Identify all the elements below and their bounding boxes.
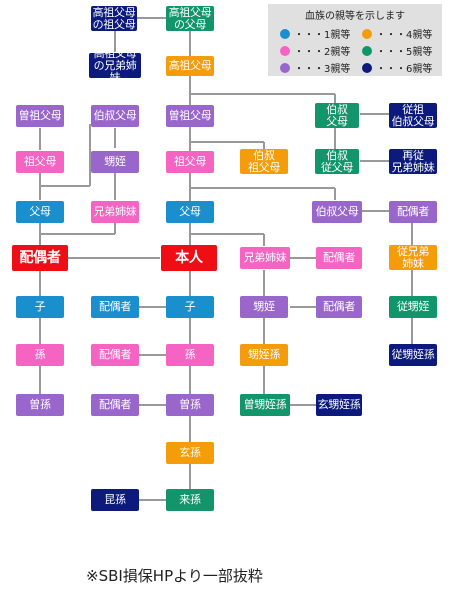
node-koso-no-fubo: 高祖父母 の父母: [166, 6, 214, 31]
node-ko: 子: [166, 296, 214, 318]
legend-item-1: ・・・1親等: [280, 26, 350, 41]
node-himago: 曽孫: [166, 394, 214, 416]
node-ko-left: 子: [16, 296, 64, 318]
node-haigusha-mago: 配偶者: [91, 344, 139, 366]
node-honnin: 本人: [161, 245, 217, 271]
node-ju-so-hakushukubo: 従祖 伯叔父母: [389, 103, 437, 128]
node-hakushuku-sofubo: 伯叔 祖父母: [240, 149, 288, 174]
node-sofubo-left: 祖父母: [16, 151, 64, 173]
legend-item-4: ・・・4親等: [362, 26, 432, 41]
node-koso-no-kyodai: 高祖父母 の兄弟姉妹: [89, 47, 141, 83]
node-oimei: 甥姪: [240, 296, 288, 318]
legend-item-2: ・・・2親等: [280, 43, 350, 58]
node-mago-left: 孫: [16, 344, 64, 366]
legend-dot-6: [362, 62, 372, 73]
node-sofubo: 祖父母: [166, 151, 214, 173]
legend-item-5: ・・・5親等: [362, 43, 432, 58]
node-kyodai-left: 兄弟姉妹: [91, 201, 139, 223]
node-kosofubo: 高祖父母: [166, 56, 214, 76]
node-hakushuku-fubo-right: 伯叔 父母: [315, 103, 359, 128]
legend-label-1: ・・・1親等: [294, 30, 351, 41]
node-konson: 昆孫: [91, 489, 139, 511]
node-fubo: 父母: [166, 201, 214, 223]
node-gen-oimeison: 玄甥姪孫: [316, 394, 362, 416]
node-ju-kyodai: 従兄弟 姉妹: [389, 245, 437, 270]
node-fubo-left: 父母: [16, 201, 64, 223]
legend-dot-1: [280, 28, 290, 39]
node-mago: 孫: [166, 344, 214, 366]
legend-label-3: ・・・3親等: [294, 64, 351, 75]
node-oimeison: 甥姪孫: [240, 344, 288, 366]
node-raison: 来孫: [166, 489, 214, 511]
node-saiju-kyodai: 再従 兄弟姉妹: [389, 149, 437, 174]
node-koso-no-sofubo: 高祖父母 の祖父母: [91, 5, 137, 31]
node-oimei-left: 甥姪: [91, 151, 139, 173]
legend-box: 血族の親等を示します ・・・1親等 ・・・4親等 ・・・2親等 ・・・5親等 ・…: [268, 4, 442, 76]
legend-label-4: ・・・4親等: [376, 30, 433, 41]
node-himago-left: 曽孫: [16, 394, 64, 416]
node-genson: 玄孫: [166, 442, 214, 464]
legend-dot-3: [280, 62, 290, 73]
node-ju-oimeison: 従甥姪孫: [389, 344, 437, 366]
node-haigusha-right1: 配偶者: [389, 201, 437, 223]
legend-title: 血族の親等を示します: [305, 11, 405, 22]
node-haigusha-himago: 配偶者: [91, 394, 139, 416]
source-note: ※SBI損保HPより一部抜粋: [86, 567, 263, 585]
node-haigusha-oimei: 配偶者: [316, 296, 362, 318]
node-sosofubo-left: 曽祖父母: [16, 105, 64, 127]
legend-label-6: ・・・6親等: [376, 64, 433, 75]
node-haigusha-ko: 配偶者: [91, 296, 139, 318]
node-hakushuku-ju-fubo: 伯叔 従父母: [315, 149, 359, 174]
node-haigusha-kyodai: 配偶者: [316, 247, 362, 269]
node-hakushukubo-left: 伯叔父母: [91, 105, 139, 127]
node-so-oimeison: 曽甥姪孫: [240, 394, 290, 416]
node-sosofubo: 曽祖父母: [166, 105, 214, 127]
legend-dot-5: [362, 45, 372, 56]
node-ju-oimei: 従甥姪: [389, 296, 437, 318]
node-kyodai: 兄弟姉妹: [240, 247, 290, 269]
legend-label-5: ・・・5親等: [376, 47, 433, 58]
legend-label-2: ・・・2親等: [294, 47, 351, 58]
node-hakushukubo: 伯叔父母: [312, 201, 362, 223]
legend-item-3: ・・・3親等: [280, 60, 350, 75]
legend-item-6: ・・・6親等: [362, 60, 432, 75]
legend-dot-4: [362, 28, 372, 39]
legend-dot-2: [280, 45, 290, 56]
node-haigusha-main: 配偶者: [12, 245, 68, 271]
